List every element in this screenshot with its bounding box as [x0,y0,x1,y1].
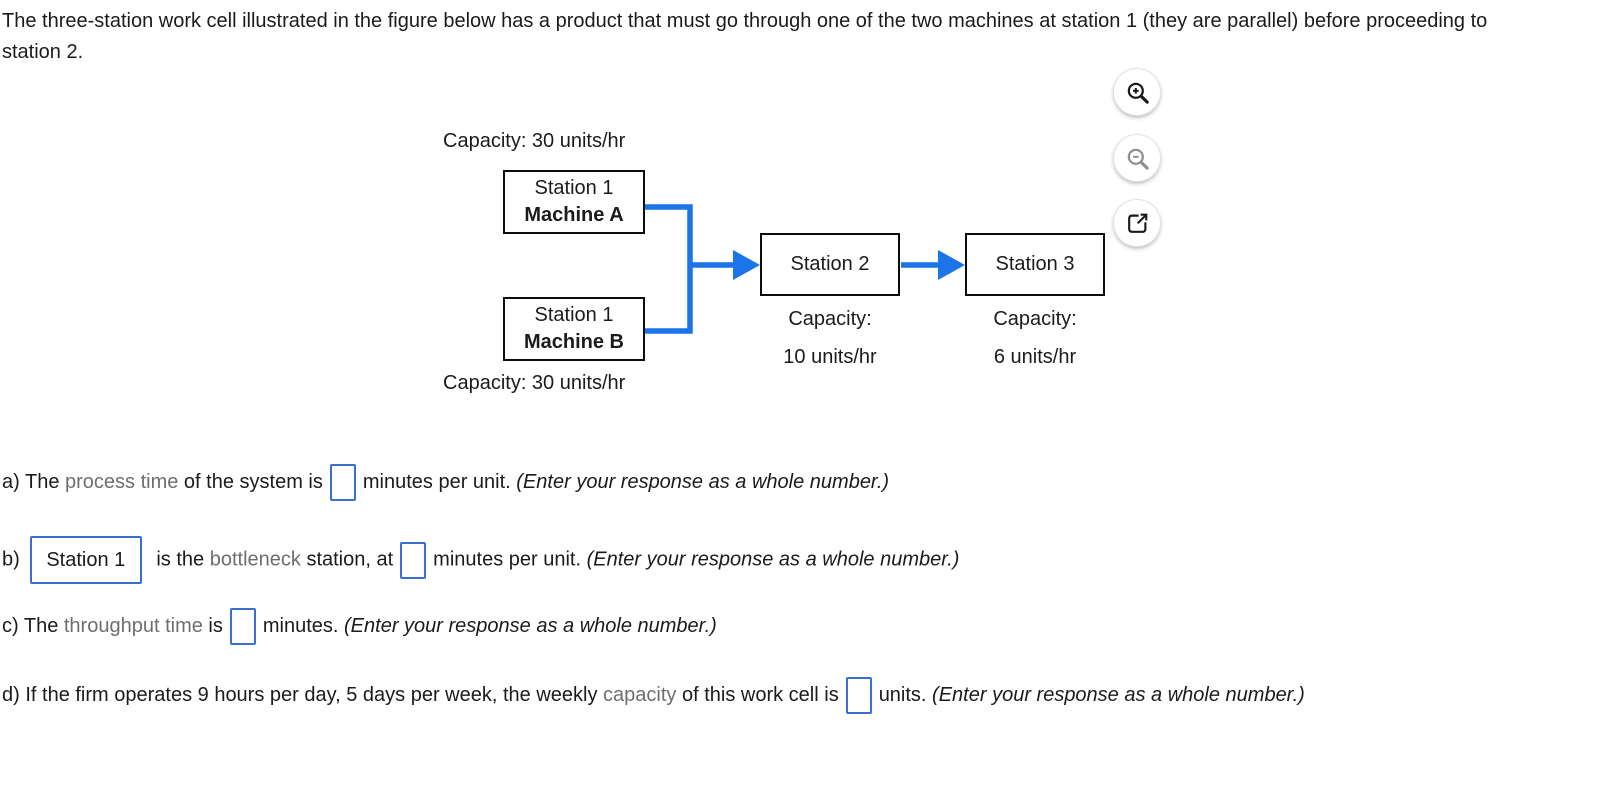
question-d-text2: of this work cell is [676,684,839,706]
station1-machine-b-box: Station 1 Machine B [503,297,645,361]
station3-capacity-label: Capacity: 6 units/hr [993,308,1077,368]
question-c-text: c) The [2,615,64,637]
arrow-to-station2 [690,250,760,280]
station1-machine-a-title: Station 1 [534,177,614,199]
merge-connector-line [645,204,693,334]
zoom-out-button[interactable] [1114,135,1160,181]
zoom-in-icon [1127,82,1149,104]
answer-input-d[interactable] [845,677,872,715]
machine-b-capacity-label: Capacity: 30 units/hr [443,372,626,394]
question-a-note: (Enter your response as a whole number.) [516,471,890,493]
answer-input-c[interactable] [229,608,256,646]
question-d-text: d) If the firm operates 9 hours per day,… [2,684,604,706]
arrow-station2-to-station3 [901,250,965,280]
question-b: b) Station 1 is the bottleneck station, a… [2,536,1550,584]
question-a: a) The process time of the system is minu… [2,464,1550,502]
station2-box: Station 2 [760,233,900,296]
question-d-note: (Enter your response as a whole number.) [932,684,1305,706]
question-c: c) The throughput time is minutes. (Enter… [2,608,1550,646]
question-b-text3: station, at [300,548,394,571]
question-c-text3: minutes. [262,615,345,637]
problem-statement: The three-station work cell illustrated … [2,10,1488,63]
zoom-out-icon [1127,148,1149,170]
question-b-text: b) [2,548,20,571]
station3-label: Station 3 [995,253,1075,275]
station2-label: Station 2 [790,253,870,275]
flow-arrows [645,204,965,334]
answer-input-a[interactable] [329,464,356,502]
question-c-note: (Enter your response as a whole number.) [344,615,717,637]
glossary-term-process-time[interactable]: process time [65,471,179,493]
expand-figure-button[interactable] [1114,200,1160,246]
station2-capacity-label: Capacity: 10 units/hr [783,308,877,368]
glossary-term-throughput-time[interactable]: throughput time [63,615,203,637]
question-b-text2: is the [150,548,210,571]
question-a-text: a) The [2,471,65,493]
station1-machine-a-subtitle: Machine A [524,204,624,226]
question-c-text2: is [202,615,223,637]
question-a-text3: minutes per unit. [362,471,517,493]
station1-machine-b-subtitle: Machine B [523,331,625,353]
question-b-note: (Enter your response as a whole number.) [586,548,960,571]
station3-box: Station 3 [965,233,1105,296]
station1-machine-a-box: Station 1 Machine A [503,170,645,234]
question-d: d) If the firm operates 9 hours per day,… [2,677,1550,715]
question-b-text4: minutes per unit. [433,548,587,571]
machine-a-capacity-label: Capacity: 30 units/hr [443,130,626,152]
question-d-text3: units. [878,684,933,706]
zoom-in-button[interactable] [1114,69,1160,115]
glossary-term-bottleneck[interactable]: bottleneck [209,548,301,571]
question-a-text2: of the system is [178,471,323,493]
open-in-new-icon [1127,213,1147,233]
bottleneck-station-select[interactable]: Station 1 [29,536,142,584]
glossary-term-capacity[interactable]: capacity [603,684,677,706]
station1-machine-b-title: Station 1 [534,304,614,326]
answer-input-b[interactable] [400,541,427,579]
